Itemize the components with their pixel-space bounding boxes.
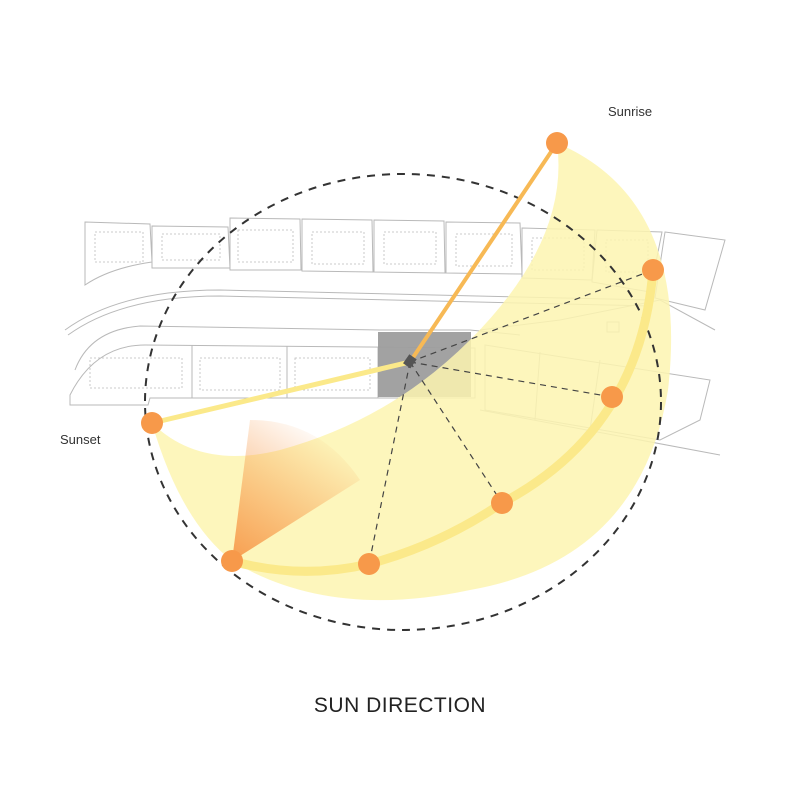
sunrise-label: Sunrise xyxy=(608,104,653,119)
sun-point xyxy=(601,386,623,408)
site-marker xyxy=(403,354,417,369)
sun-path xyxy=(227,265,658,576)
sunrise-ray xyxy=(408,141,559,364)
sunset-label: Sunset xyxy=(60,432,101,447)
sun-point xyxy=(221,550,243,572)
diagram-title: SUN DIRECTION xyxy=(313,694,487,717)
sun-point-sunset xyxy=(141,412,163,434)
sun-rays xyxy=(368,269,654,565)
sun-point xyxy=(358,553,380,575)
sun-orbit xyxy=(144,173,662,631)
sun-point xyxy=(642,259,664,281)
shadow-cone xyxy=(232,420,360,561)
sun-point xyxy=(491,492,513,514)
sun-point-sunrise xyxy=(546,132,568,154)
sunset-ray xyxy=(151,359,411,426)
sun-positions xyxy=(141,132,664,575)
